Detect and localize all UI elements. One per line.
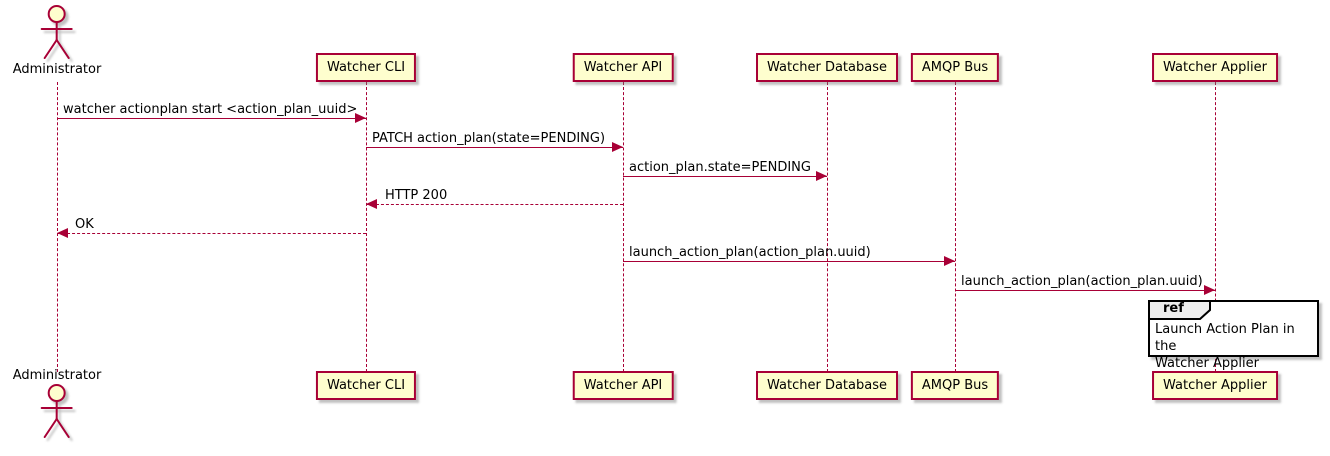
message-arrow-6 xyxy=(623,261,955,262)
arrowhead-right-icon xyxy=(944,256,955,266)
message-label-3: action_plan.state=PENDING xyxy=(629,160,811,175)
lifeline-watcher-applier xyxy=(1215,82,1216,372)
participant-watcher-api-bottom: Watcher API xyxy=(572,371,674,400)
participant-amqp-bus-bottom: AMQP Bus xyxy=(910,371,1000,400)
arrowhead-right-icon xyxy=(1204,285,1215,295)
participant-watcher-database-bottom: Watcher Database xyxy=(756,371,898,400)
message-arrow-3 xyxy=(623,176,827,177)
message-arrow-2 xyxy=(366,147,623,148)
actor-administrator-top: Administrator xyxy=(12,4,102,77)
message-arrow-7 xyxy=(955,290,1215,291)
participant-watcher-cli-top: Watcher CLI xyxy=(315,53,417,82)
participant-watcher-applier-bottom: Watcher Applier xyxy=(1152,371,1278,400)
message-label-7: launch_action_plan(action_plan.uuid) xyxy=(961,274,1203,289)
arrowhead-left-icon xyxy=(366,199,377,209)
arrowhead-right-icon xyxy=(612,142,623,152)
participant-amqp-bus-top: AMQP Bus xyxy=(910,53,1000,82)
arrowhead-right-icon xyxy=(816,171,827,181)
actor-label: Administrator xyxy=(12,368,102,383)
lifeline-watcher-database xyxy=(827,82,828,372)
ref-keyword: ref xyxy=(1163,301,1184,316)
ref-header: ref xyxy=(1148,300,1212,320)
lifeline-amqp-bus xyxy=(955,82,956,372)
ref-pentagon-icon xyxy=(1148,300,1211,320)
actor-icon xyxy=(41,384,73,438)
participant-watcher-api-top: Watcher API xyxy=(572,53,674,82)
actor-administrator-bottom: Administrator xyxy=(12,368,102,441)
message-arrow-4 xyxy=(366,204,623,205)
lifeline-watcher-api xyxy=(623,82,624,372)
message-arrow-1 xyxy=(57,118,366,119)
ref-body-text: Launch Action Plan in the Watcher Applie… xyxy=(1155,322,1295,371)
arrowhead-left-icon xyxy=(57,228,68,238)
message-arrow-5 xyxy=(57,233,366,234)
participant-watcher-database-top: Watcher Database xyxy=(756,53,898,82)
lifeline-administrator xyxy=(57,82,58,372)
arrowhead-right-icon xyxy=(355,113,366,123)
ref-fragment: ref Launch Action Plan in the Watcher Ap… xyxy=(1148,300,1319,371)
message-label-6: launch_action_plan(action_plan.uuid) xyxy=(629,245,871,260)
participant-watcher-applier-top: Watcher Applier xyxy=(1152,53,1278,82)
message-label-2: PATCH action_plan(state=PENDING) xyxy=(372,131,606,146)
actor-label: Administrator xyxy=(12,62,102,77)
message-label-5: OK xyxy=(75,217,94,232)
message-label-1: watcher actionplan start <action_plan_uu… xyxy=(63,102,358,117)
lifeline-watcher-cli xyxy=(366,82,367,372)
participant-watcher-cli-bottom: Watcher CLI xyxy=(315,371,417,400)
message-label-4: HTTP 200 xyxy=(385,188,448,203)
actor-icon xyxy=(41,5,73,59)
